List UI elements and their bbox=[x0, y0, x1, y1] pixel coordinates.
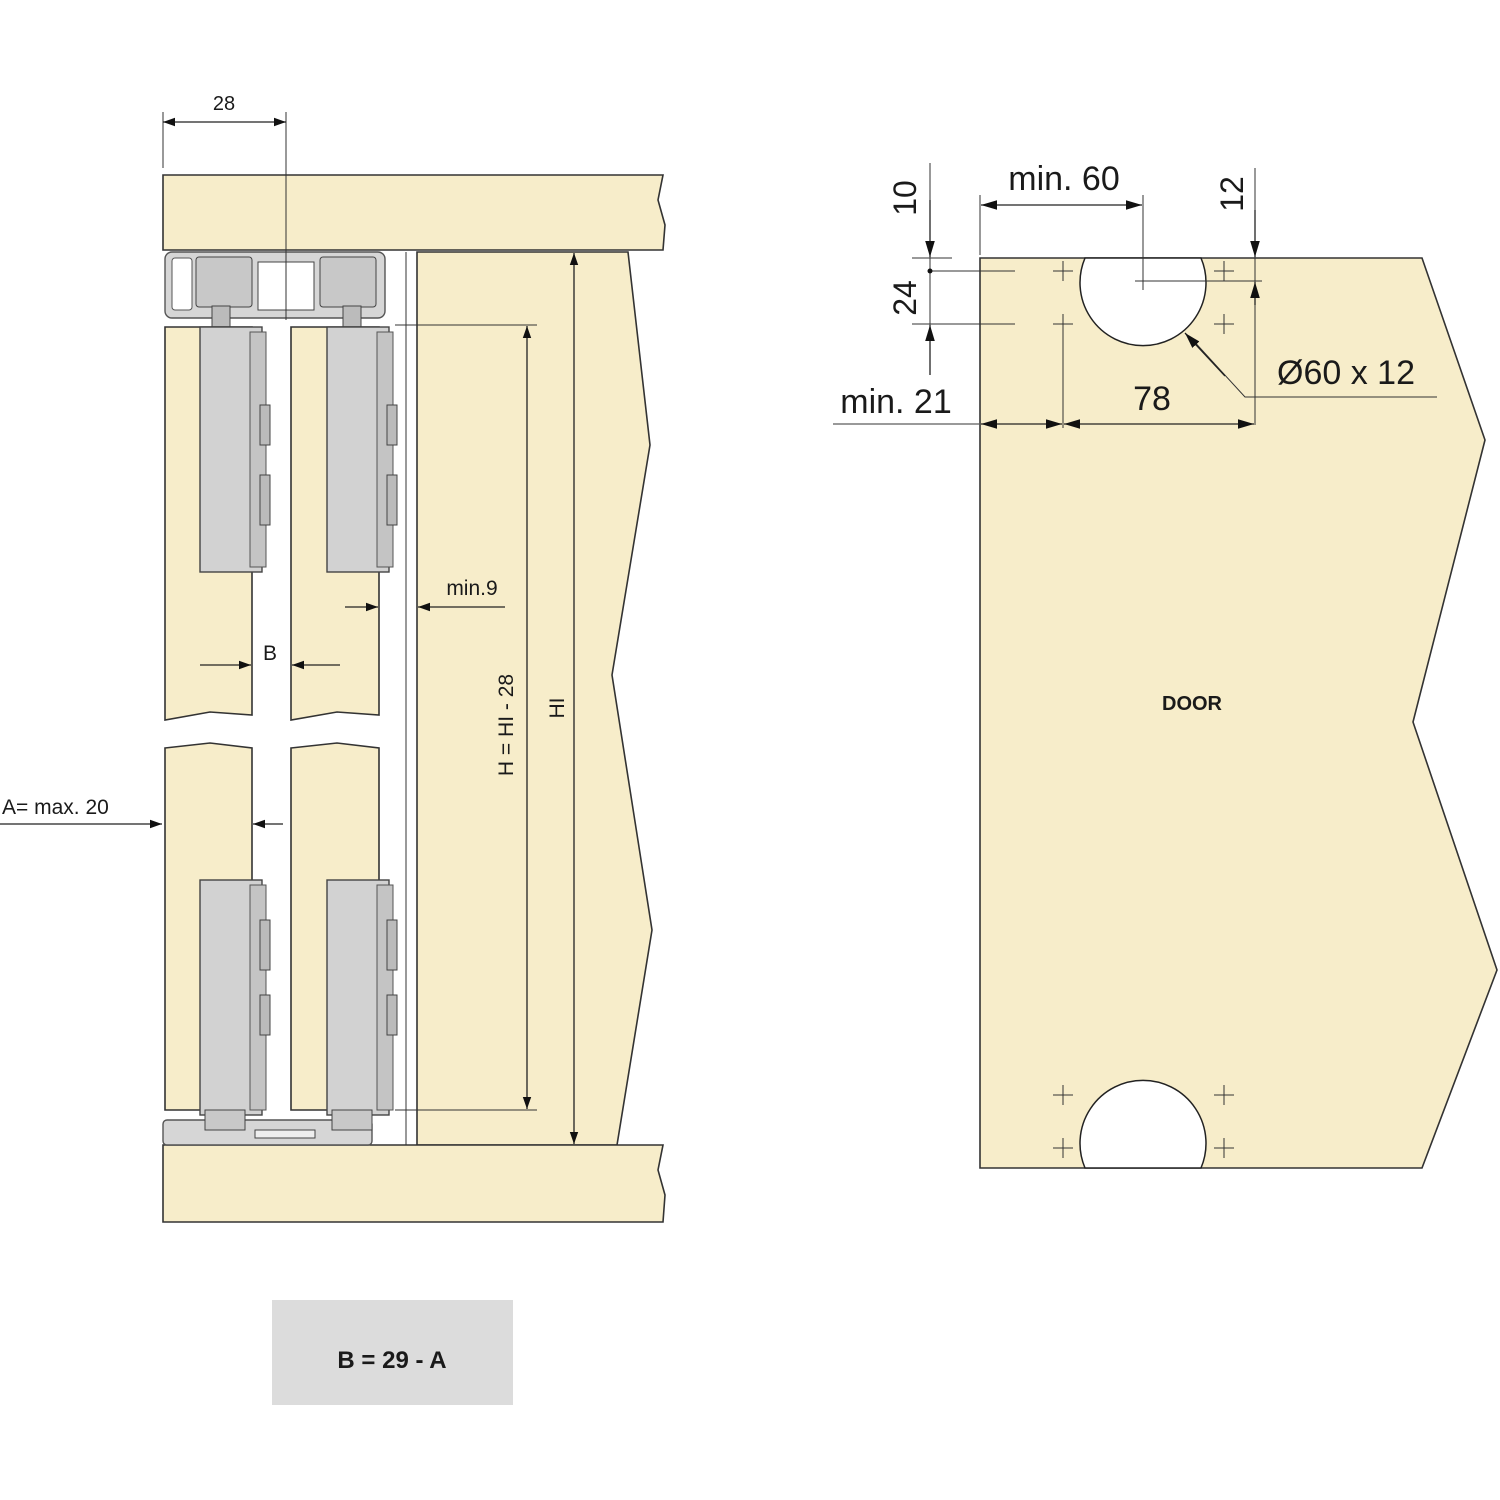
dim-a: A= max. 20 bbox=[2, 796, 109, 819]
dim-hi: HI bbox=[546, 698, 569, 719]
dim-min21: min. 21 bbox=[840, 383, 952, 421]
bottom-board bbox=[162, 1144, 666, 1223]
formula-box bbox=[272, 1300, 513, 1405]
door-label: DOOR bbox=[1162, 693, 1223, 715]
dim-28: 28 bbox=[213, 93, 235, 115]
dim-10: 10 bbox=[887, 180, 923, 216]
screw-marks bbox=[1053, 261, 1234, 1158]
right-door-drilling: 10 24 min. 60 12 min. 21 78 Ø60 x 12 DOO… bbox=[833, 160, 1498, 1169]
formula-text: B = 29 - A bbox=[337, 1347, 446, 1374]
dim-78: 78 bbox=[1133, 380, 1171, 418]
hanger-lower-right bbox=[326, 879, 398, 1116]
top-board bbox=[162, 174, 666, 251]
dim-h: H = HI - 28 bbox=[495, 674, 518, 776]
left-cross-section: 28 min.9 B A= max. 20 H = HI - 28 HI B =… bbox=[0, 93, 666, 1405]
cabinet-side-panel bbox=[416, 251, 653, 1146]
bottom-guide-rail bbox=[162, 1109, 373, 1146]
top-hole-cutout bbox=[1079, 257, 1207, 347]
dim-24: 24 bbox=[887, 280, 923, 316]
door-panel bbox=[979, 257, 1498, 1169]
hanger-upper-right bbox=[326, 326, 398, 573]
dim-12: 12 bbox=[1214, 176, 1250, 212]
hanger-upper-left bbox=[199, 326, 271, 573]
top-rail-profile bbox=[164, 251, 386, 329]
dim-b: B bbox=[263, 642, 277, 665]
bottom-hole-cutout bbox=[1079, 1079, 1207, 1169]
dim-min60: min. 60 bbox=[1008, 160, 1120, 198]
dim-hole-diameter: Ø60 x 12 bbox=[1277, 354, 1415, 392]
dim-min9: min.9 bbox=[446, 577, 497, 600]
hanger-lower-left bbox=[199, 879, 271, 1116]
